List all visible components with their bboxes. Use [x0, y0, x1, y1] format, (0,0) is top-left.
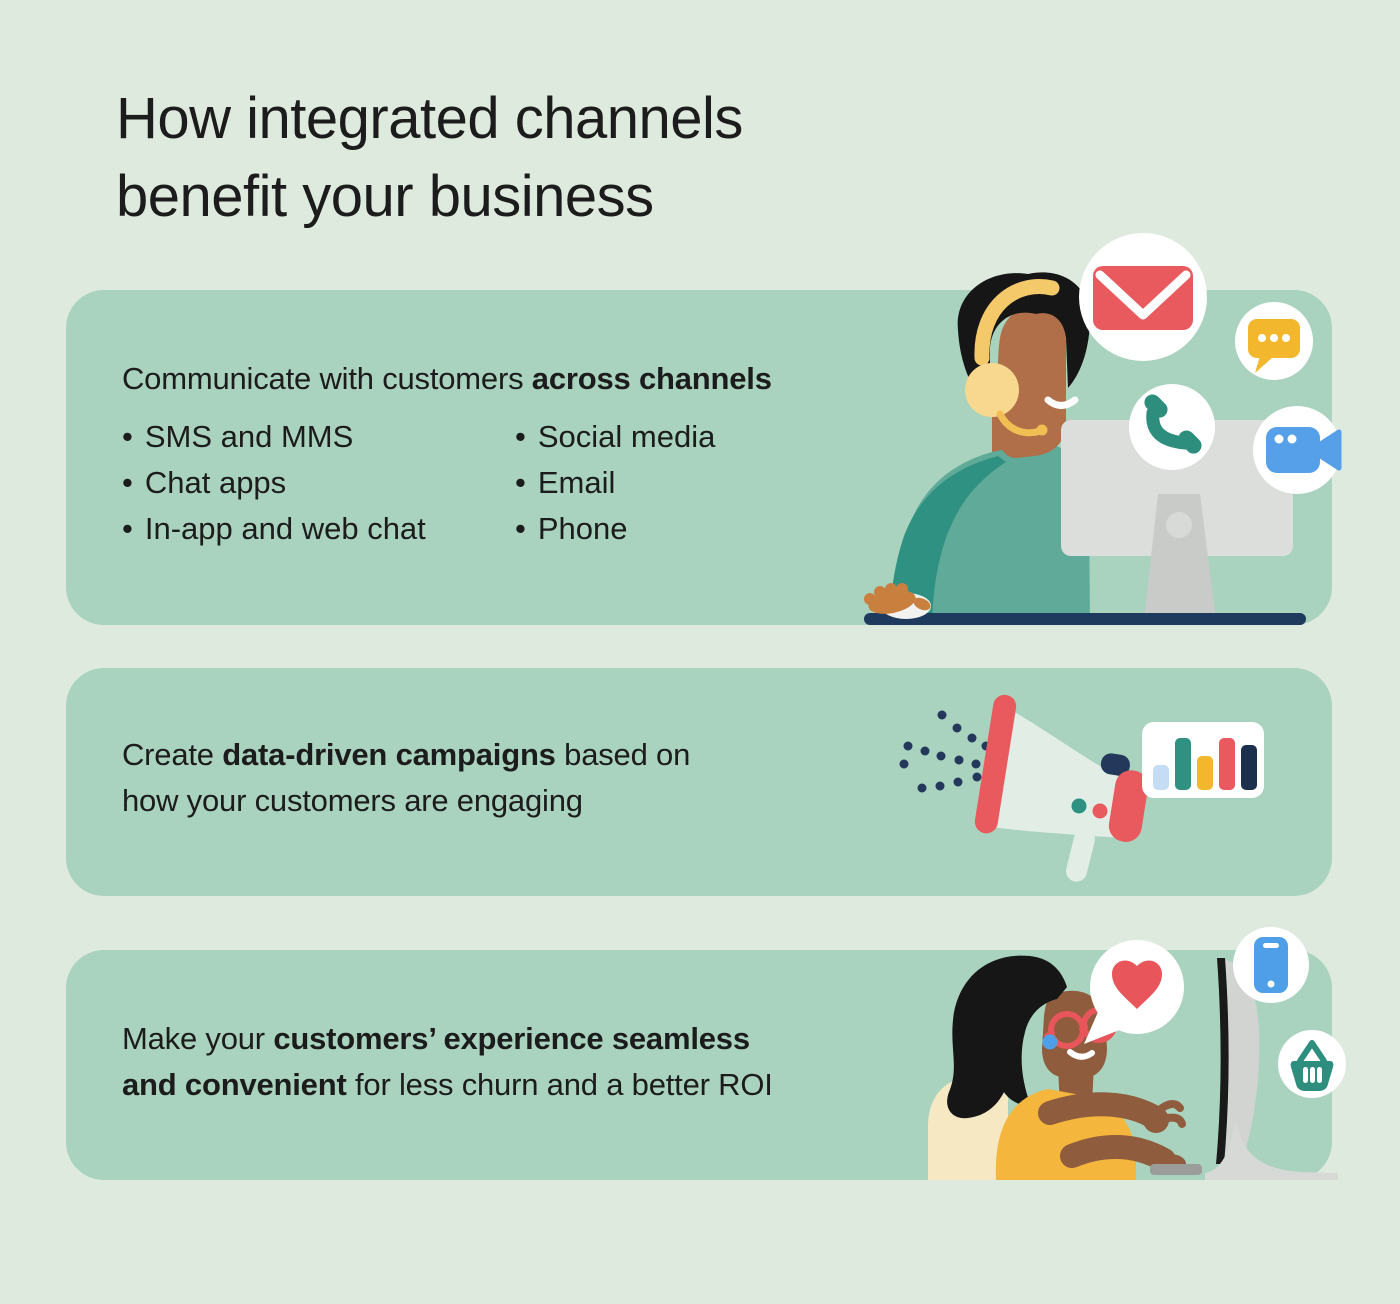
- card-1-heading: Communicate with customers across channe…: [122, 356, 772, 402]
- illustration-support-agent-at-computer: [864, 233, 1342, 625]
- card-2-heading: Create data-driven campaigns based on how…: [122, 732, 690, 824]
- illustration-woman-at-computer: [928, 927, 1346, 1180]
- illustration-megaphone-campaign: [899, 694, 1264, 882]
- bar-chart-icon: [1142, 722, 1264, 798]
- smile: [1044, 396, 1079, 409]
- woman-typing: [947, 955, 1186, 1180]
- shopping-basket-icon: [1278, 1030, 1346, 1098]
- page-title: How integrated channels benefit your busi…: [116, 80, 743, 236]
- email-icon: [1079, 233, 1207, 361]
- page-title-line2: benefit your business: [116, 164, 654, 229]
- card-2-heading-text: based on: [555, 737, 691, 772]
- card-1-bullet-column-2: Social media Email Phone: [515, 414, 715, 552]
- keyboard: [1150, 1164, 1202, 1175]
- desktop-monitor: [1061, 420, 1293, 620]
- phone-icon: [1129, 384, 1215, 470]
- smartphone-icon: [1233, 927, 1309, 1003]
- bullet-item: In-app and web chat: [122, 506, 426, 552]
- side-view-monitor: [1205, 958, 1338, 1180]
- card-3-heading-bold: and convenient: [122, 1067, 347, 1102]
- card-3-heading-text: Make your: [122, 1021, 274, 1056]
- person-with-headset: [890, 272, 1091, 625]
- megaphone-icon: [974, 694, 1149, 882]
- card-3-heading: Make your customers’ experience seamless…: [122, 1016, 773, 1108]
- card-1-heading-bold: across channels: [531, 361, 772, 396]
- bullet-item: Social media: [515, 414, 715, 460]
- smile: [1067, 1049, 1095, 1060]
- card-1-bullet-column-1: SMS and MMS Chat apps In-app and web cha…: [122, 414, 426, 552]
- heart-icon: [1084, 940, 1184, 1044]
- bullet-item: SMS and MMS: [122, 414, 426, 460]
- headset-icon: [965, 279, 1060, 437]
- earring: [1042, 1034, 1058, 1050]
- card-2-heading-text: Create: [122, 737, 223, 772]
- desk: [864, 613, 1306, 625]
- card-1-heading-text: Communicate with customers: [122, 361, 532, 396]
- bullet-item: Email: [515, 460, 715, 506]
- card-3-heading-text: for less churn and a better ROI: [346, 1067, 773, 1102]
- chat-bubble-icon: [1235, 302, 1313, 380]
- bullet-item: Chat apps: [122, 460, 426, 506]
- card-2-heading-bold: data-driven campaigns: [222, 737, 556, 772]
- bullet-item: Phone: [515, 506, 715, 552]
- page-title-line1: How integrated channels: [116, 86, 743, 151]
- card-2-heading-text: how your customers are engaging: [122, 783, 583, 818]
- spray-dots: [899, 710, 991, 793]
- hand-on-mouse: [864, 583, 931, 619]
- card-3-heading-bold: customers’ experience seamless: [273, 1021, 750, 1056]
- video-camera-icon: [1253, 406, 1342, 494]
